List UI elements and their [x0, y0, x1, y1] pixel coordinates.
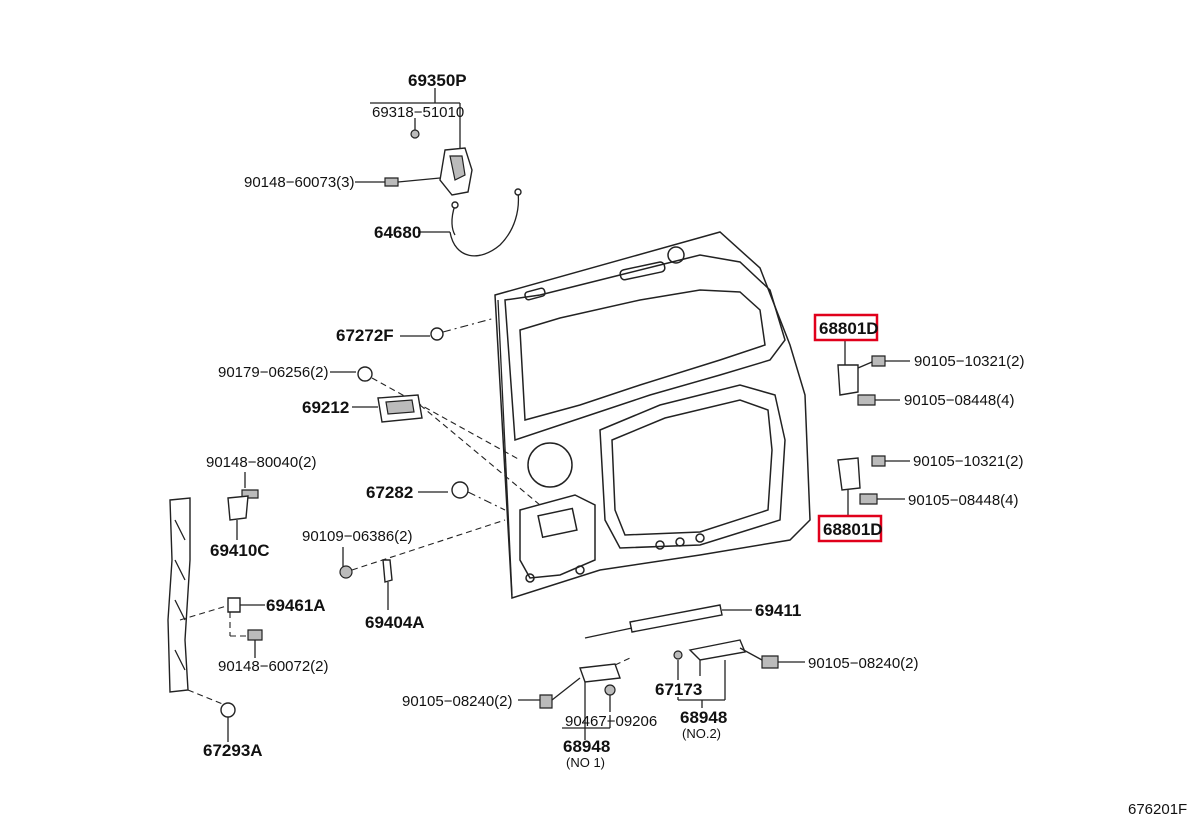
label-69318: 69318−51010 [372, 104, 464, 121]
bottom-parts [518, 604, 805, 740]
label-90148-60073: 90148−60073(3) [244, 174, 355, 191]
lock-assembly [355, 88, 522, 257]
label-69404A: 69404A [365, 613, 425, 632]
label-68801D-top: 68801D [819, 319, 879, 338]
label-69350P: 69350P [408, 71, 467, 90]
label-67293A: 67293A [203, 741, 263, 760]
label-90148-80040: 90148−80040(2) [206, 454, 317, 471]
left-side-parts [167, 317, 541, 742]
label-69461A: 69461A [266, 596, 326, 615]
back-door-panel [494, 231, 811, 600]
label-68948-no1: 68948 [563, 737, 610, 756]
label-67173: 67173 [655, 680, 702, 699]
label-90467: 90467−09206 [565, 713, 657, 730]
label-64680: 64680 [374, 223, 421, 242]
highlight-box-bottom [817, 514, 883, 543]
hinge-parts [837, 340, 910, 516]
label-69410C: 69410C [210, 541, 270, 560]
label-90179: 90179−06256(2) [218, 364, 329, 381]
label-90105-10321-a: 90105−10321(2) [914, 353, 1025, 370]
label-67272F: 67272F [336, 326, 394, 345]
label-no1: (NO 1) [566, 755, 605, 770]
label-69212: 69212 [302, 398, 349, 417]
label-69411: 69411 [755, 601, 801, 620]
label-90109: 90109−06386(2) [302, 528, 413, 545]
diagram-code: 676201F [1128, 801, 1187, 818]
label-90105-08240-right: 90105−08240(2) [808, 655, 919, 672]
label-68948-no2: 68948 [680, 708, 727, 727]
label-90105-08448-a: 90105−08448(4) [904, 392, 1015, 409]
label-90105-08448-b: 90105−08448(4) [908, 492, 1019, 509]
label-no2: (NO.2) [682, 726, 721, 741]
label-90105-08240-left: 90105−08240(2) [402, 693, 513, 710]
label-90148-60072: 90148−60072(2) [218, 658, 329, 675]
label-68801D-bottom: 68801D [823, 520, 883, 539]
label-90105-10321-b: 90105−10321(2) [913, 453, 1024, 470]
label-67282: 67282 [366, 483, 413, 502]
highlight-box-top [813, 313, 879, 342]
